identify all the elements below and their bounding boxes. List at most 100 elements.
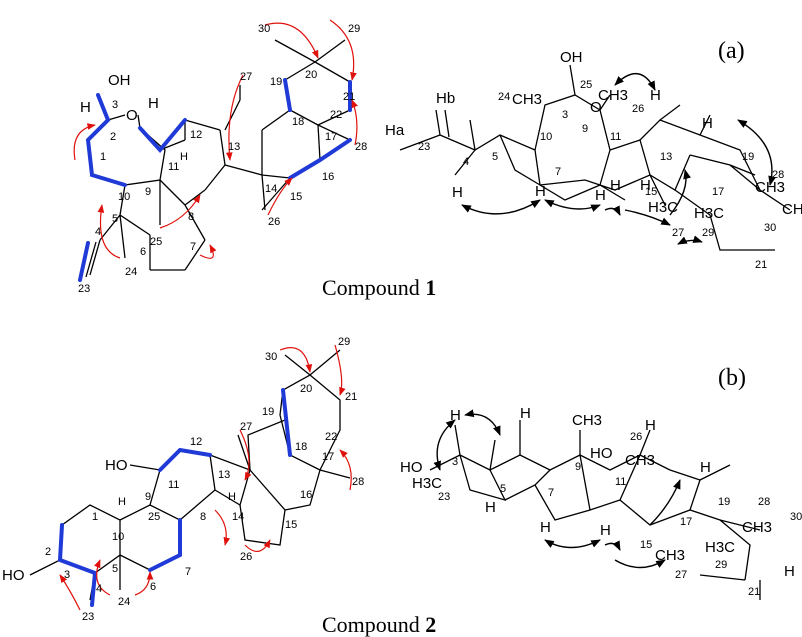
- c27-2-stereo-label: 27: [675, 569, 687, 581]
- c11-label: 11: [168, 161, 179, 173]
- c4-label: 4: [95, 226, 101, 238]
- h-c-2-label: H: [485, 499, 496, 516]
- c1-label: 1: [100, 151, 106, 163]
- c21-2-label: 21: [345, 391, 357, 403]
- c15-2-stereo-label: 15: [640, 539, 652, 551]
- h-h-2-label: H: [784, 563, 795, 580]
- c5-2-label: 5: [112, 563, 118, 575]
- h3c-29-label: H3C: [694, 205, 724, 222]
- c4-2-label: 4: [96, 583, 102, 595]
- h-e-label: H: [640, 177, 651, 194]
- c10-stereo-label: 10: [540, 131, 552, 143]
- c24-2-label: 24: [118, 596, 130, 608]
- compound-1-cosy-correlations: [78, 78, 352, 282]
- ch3-28-label: CH3: [755, 179, 785, 196]
- c23-2-stereo-label: 23: [438, 491, 450, 503]
- c9-stereo-label: 9: [582, 123, 588, 135]
- c30-stereo-label: 30: [764, 222, 776, 234]
- c19-2-stereo-label: 19: [718, 496, 730, 508]
- h-f-2-label: H: [645, 417, 656, 434]
- c27-2-label: 27: [240, 421, 252, 433]
- c18-label: 18: [292, 116, 304, 128]
- h-d-2-label: H: [540, 519, 551, 536]
- h3c-27-label: H3C: [648, 199, 678, 216]
- c26-2-stereo-label: 26: [630, 431, 642, 443]
- compound-1-planar-atom-labels: OH H O H H 1 2 3 4 5 6 7 8 9 10 11 12 13…: [78, 23, 367, 295]
- compound-2-stereo-atom-labels: HO H3C 23 3 5 7 9 CH3 HO 11 26 CH3 15 17…: [400, 405, 802, 598]
- c24-stereo-label: 24: [498, 91, 510, 103]
- c9-label: 9: [145, 186, 151, 198]
- c15-2-label: 15: [285, 519, 297, 531]
- c12-2-label: 12: [190, 436, 202, 448]
- c19-2-label: 19: [262, 406, 274, 418]
- h10-label: H: [118, 496, 126, 508]
- c4-stereo-label: 4: [463, 156, 469, 168]
- c28-2-stereo-label: 28: [758, 496, 770, 508]
- c7-2-stereo-label: 7: [548, 487, 554, 499]
- c17-2-label: 17: [322, 451, 334, 463]
- c21-label: 21: [343, 91, 355, 103]
- c5-2-stereo-label: 5: [500, 483, 506, 495]
- c17-label: 17: [325, 131, 337, 143]
- c2-label: 2: [110, 131, 116, 143]
- c26-stereo-label: 26: [632, 103, 644, 115]
- c3-label: 3: [112, 99, 118, 111]
- compound-1-noesy-correlations: [461, 73, 776, 245]
- c15-stereo-label: 15: [645, 186, 657, 198]
- c20-2-label: 20: [300, 383, 312, 395]
- compound-2-stereo-bonds: [429, 420, 761, 600]
- c6-label: 6: [140, 246, 146, 258]
- c29-2-stereo-label: 29: [715, 559, 727, 571]
- c23-stereo-label: 23: [418, 141, 430, 153]
- c11-stereo-label: 11: [610, 131, 621, 143]
- ch3-26-label: CH3: [625, 452, 655, 469]
- c3-2-stereo-label: 3: [452, 456, 458, 468]
- ch3-24-label: CH3: [512, 91, 542, 108]
- oh-label: OH: [108, 72, 131, 89]
- h-e-2-label: H: [600, 522, 611, 539]
- c19-stereo-label: 19: [742, 151, 754, 163]
- compound-1-caption: Compound 1: [322, 275, 436, 300]
- c29-label: 29: [348, 23, 360, 35]
- c3-stereo-label: 3: [562, 109, 568, 121]
- h3-label: H: [80, 99, 91, 116]
- c27-stereo-label: 27: [672, 227, 684, 239]
- h9-label: H: [148, 95, 159, 112]
- oxygen-stereo-label: O: [590, 99, 602, 116]
- c22-label: 22: [330, 109, 342, 121]
- c29-stereo-label: 29: [702, 227, 714, 239]
- c21-2-stereo-label: 21: [748, 586, 760, 598]
- compound-1-planar-structure: OH H O H H 1 2 3 4 5 6 7 8 9 10 11 12 13…: [73, 19, 367, 295]
- compound-1-stereo-atom-labels: Hb Ha 23 4 5 24 CH3 OH 25 3 O CH3 H 26 1…: [385, 49, 802, 271]
- compound-2-hmbc-correlations: [59, 344, 352, 611]
- h-b-label: H: [535, 183, 546, 200]
- compound-2-planar-atom-labels: HO HO H H 1 2 3 4 5 6 7 8 9 10 11 12 13 …: [2, 336, 364, 623]
- c7-stereo-label: 7: [555, 166, 561, 178]
- c18-2-label: 18: [295, 441, 307, 453]
- c8-2-label: 8: [200, 511, 206, 523]
- ho11-label: HO: [105, 457, 128, 474]
- ho-stereo-label: HO: [400, 459, 423, 476]
- c11-2-stereo-label: 11: [615, 476, 626, 488]
- c16-2-label: 16: [300, 489, 312, 501]
- h-c-label: H: [595, 187, 606, 204]
- c30-2-stereo-label: 30: [790, 511, 802, 523]
- c23-label: 23: [78, 283, 90, 295]
- c13-2-label: 13: [218, 469, 230, 481]
- c28-label: 28: [355, 141, 367, 153]
- c1-2-label: 1: [92, 511, 98, 523]
- h-a-label: H: [452, 184, 463, 201]
- c17-stereo-label: 17: [712, 186, 724, 198]
- c10-2-label: 10: [112, 531, 124, 543]
- c14-label: 14: [265, 183, 277, 195]
- compound-2-planar-structure: HO HO H H 1 2 3 4 5 6 7 8 9 10 11 12 13 …: [2, 336, 364, 623]
- c5-label: 5: [112, 213, 118, 225]
- c6-2-label: 6: [150, 581, 156, 593]
- h3c-stereo-label: H3C: [412, 475, 442, 492]
- ch3-stereo-label: CH3: [572, 412, 602, 429]
- ch3-28-2-label: CH3: [742, 519, 772, 536]
- compound-2-noesy-structure: HO H3C 23 3 5 7 9 CH3 HO 11 26 CH3 15 17…: [400, 405, 802, 600]
- c30-2-label: 30: [265, 351, 277, 363]
- c25-2-label: 25: [148, 511, 160, 523]
